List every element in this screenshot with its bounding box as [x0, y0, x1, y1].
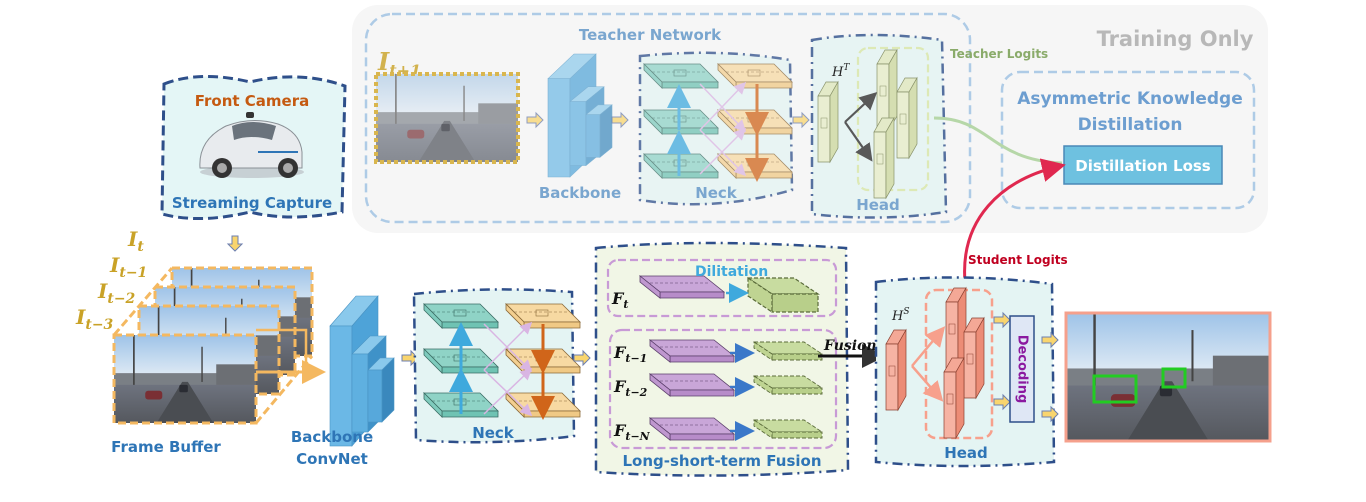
dilated-feature-cube	[746, 276, 820, 314]
distillation-loss-button[interactable]: Distillation Loss	[1063, 145, 1223, 185]
detection-box	[1161, 367, 1187, 389]
short-term-box	[606, 258, 838, 318]
svg-text:Ft−2: Ft−2	[613, 377, 648, 399]
car-icon	[199, 112, 304, 178]
teacher-head-symbol: HT	[831, 63, 850, 80]
frame-label-t-minus-3: It−3	[75, 305, 114, 333]
svg-text:Ft: Ft	[611, 289, 628, 311]
decoding-block: Decoding	[1009, 315, 1035, 423]
student-head-symbol: HS	[891, 307, 910, 324]
student-backbone-label-1: Backbone	[291, 428, 373, 446]
training-only-label: Training Only	[1097, 27, 1254, 51]
teacher-neck-label: Neck	[695, 184, 738, 202]
detection-box	[1092, 374, 1138, 404]
svg-text:Ft−1: Ft−1	[613, 343, 647, 365]
feature-label-t-minus-1: Ft−1	[613, 343, 647, 365]
decoding-label: Decoding	[1015, 335, 1030, 404]
teacher-input-frame	[374, 72, 520, 164]
frame-label-t-minus-2: It−2	[97, 279, 136, 307]
frame-buffer-label: Frame Buffer	[111, 438, 221, 456]
fusion-module	[594, 241, 850, 477]
teacher-network-container	[364, 12, 972, 224]
dilation-label: Dilitation	[695, 264, 768, 280]
student-logits-label: Student Logits	[968, 253, 1068, 267]
long-term-box	[608, 328, 838, 450]
frame-label-t-minus-1: It−1	[109, 253, 147, 281]
distillation-loss-label: Distillation Loss	[1075, 157, 1211, 175]
svg-text:Ft−N: Ft−N	[613, 421, 651, 443]
teacher-head	[810, 33, 948, 219]
frame-label-t: It	[127, 227, 144, 255]
teacher-neck	[638, 51, 794, 206]
camera-subtitle: Streaming Capture	[172, 194, 332, 212]
student-head-label: Head	[944, 444, 988, 462]
teacher-head-label: Head	[856, 196, 900, 214]
student-backbone-label-2: ConvNet	[296, 450, 368, 468]
feature-label-t-minus-n: Ft−N	[613, 421, 651, 443]
student-backbone-block	[329, 295, 395, 447]
teacher-logits-connector	[933, 116, 1063, 165]
svg-text:It−3: It−3	[75, 305, 114, 333]
student-neck	[412, 288, 581, 444]
svg-text:HT: HT	[831, 63, 850, 80]
svg-text:It: It	[127, 227, 144, 255]
distillation-title-line1: Asymmetric Knowledge	[1017, 89, 1243, 109]
detection-output-image	[1064, 311, 1272, 443]
camera-title: Front Camera	[195, 92, 310, 110]
feature-label-t-minus-2: Ft−2	[613, 377, 648, 399]
svg-text:It−2: It−2	[97, 279, 136, 307]
student-logits-connector	[963, 158, 1066, 283]
distillation-container	[1000, 70, 1256, 210]
arrow-down-icon	[227, 235, 243, 252]
teacher-network-title: Teacher Network	[579, 26, 722, 44]
teacher-logits-label: Teacher Logits	[950, 47, 1048, 61]
student-neck-label: Neck	[472, 424, 515, 442]
teacher-backbone-label: Backbone	[539, 184, 621, 202]
svg-text:HS: HS	[891, 307, 910, 324]
feature-label-t: Ft	[611, 289, 628, 311]
fusion-module-label: Long-short-term Fusion	[622, 452, 821, 470]
svg-text:It−1: It−1	[109, 253, 147, 281]
frame-buffer	[112, 266, 326, 425]
distillation-title-line2: Distillation	[1078, 115, 1183, 135]
frame-t-minus-3	[112, 333, 258, 425]
fusion-arrow-label: Fusion	[823, 338, 877, 354]
